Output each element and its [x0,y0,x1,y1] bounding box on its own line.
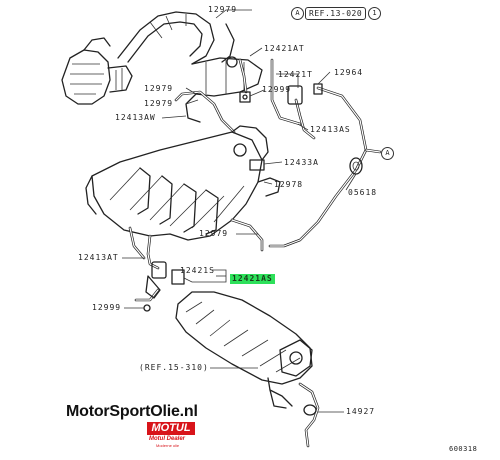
label-12964: 12964 [334,68,364,77]
connector-circle-a: A [381,147,394,160]
motul-subtext: Moderne olie [156,443,180,448]
label-12979-top: 12979 [208,5,238,14]
upper-intake-pipe [117,11,263,123]
label-12413as: 12413AS [310,125,351,134]
vacuum-hoses-lower [128,218,264,302]
label-12421t: 12421T [278,70,313,79]
label-12421as-highlighted: 12421AS [230,274,275,284]
label-12421at: 12421AT [264,44,305,53]
intake-manifold [85,125,281,241]
vacuum-hoses-top [174,58,382,248]
evap-canister [175,291,313,385]
label-12999-low: 12999 [92,303,122,312]
site-logo-text: MotorSportOlie.nl [66,403,198,420]
reference-box: REF.13-020 [305,7,367,20]
purge-solenoid [143,261,185,312]
label-12979-low: 12979 [199,229,229,238]
drawing-number: 600318 [449,445,478,453]
motul-logo: MOTUL [147,422,195,435]
label-12413aw: 12413AW [115,113,156,122]
label-12433a: 12433A [284,158,319,167]
label-12999-top: 12999 [262,85,292,94]
turbo-housing [61,37,133,105]
reference-circle-a: A [291,7,304,20]
canister-hose [267,377,320,448]
label-12979-mid1: 12979 [144,84,174,93]
label-14927: 14927 [346,407,376,416]
leader-lines [122,9,357,413]
label-12978: 12978 [274,180,304,189]
label-12979-mid2: 12979 [144,99,174,108]
reference-circle-1: 1 [368,7,381,20]
label-05618: 05618 [348,188,378,197]
reference-bottom: (REF.15-310) [139,363,209,372]
motul-dealer-text: Motul Dealer [149,436,186,442]
label-12421s: 12421S [180,266,215,275]
label-12413at: 12413AT [78,253,119,262]
